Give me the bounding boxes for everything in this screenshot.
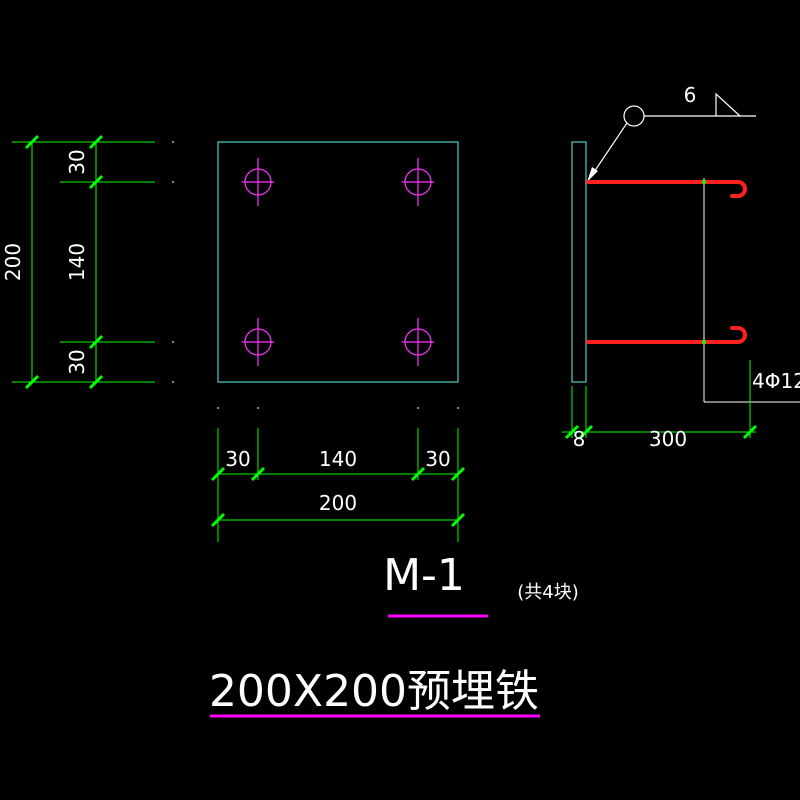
bottom-dimension-ticks xyxy=(210,466,466,528)
dim-left-overall: 200 xyxy=(1,243,25,281)
rebar-label-dots xyxy=(702,180,706,344)
weld-arrowhead xyxy=(587,167,598,182)
left-dimension-ticks xyxy=(24,134,104,390)
drawing-title: 200X200预埋铁 xyxy=(209,666,539,717)
weld-leader-line xyxy=(589,122,628,179)
dim-bottom-right: 30 xyxy=(425,447,450,471)
anchor-rebars xyxy=(586,180,747,344)
dim-bottom-left: 30 xyxy=(225,447,250,471)
bottom-dimension-group xyxy=(217,428,459,542)
bolt-hole-top-left xyxy=(242,158,274,206)
dim-plate-thickness: 8 xyxy=(573,427,586,451)
reference-dots xyxy=(172,141,459,409)
rebar-label-leader xyxy=(703,178,800,403)
plate-plan-outline xyxy=(217,141,459,383)
fillet-weld-symbol xyxy=(715,92,741,117)
dim-anchor-length: 300 xyxy=(649,427,687,451)
dim-left-bottom: 30 xyxy=(65,349,89,374)
bolt-hole-bottom-right xyxy=(402,318,434,366)
side-dimension-ticks xyxy=(564,424,758,440)
tick xyxy=(88,334,104,350)
tick xyxy=(88,374,104,390)
mark-label: M-1 xyxy=(383,550,465,601)
dim-left-top: 30 xyxy=(65,149,89,174)
tick xyxy=(88,174,104,190)
dim-bottom-middle: 140 xyxy=(319,447,357,471)
bolt-hole-top-right xyxy=(402,158,434,206)
weld-size: 6 xyxy=(684,83,697,107)
rebar-spec: 4Φ12 xyxy=(752,369,800,393)
dim-left-middle: 140 xyxy=(65,243,89,281)
tick xyxy=(88,134,104,150)
plate-side-outline xyxy=(571,141,587,383)
side-dimension-group xyxy=(562,360,756,438)
weld-callout xyxy=(589,92,756,179)
tick xyxy=(24,134,40,150)
rebar-bottom xyxy=(586,326,747,344)
tick xyxy=(24,374,40,390)
dim-bottom-overall: 200 xyxy=(319,491,357,515)
bolt-hole-bottom-left xyxy=(242,318,274,366)
mark-quantity: (共4块) xyxy=(517,582,579,603)
rebar-top xyxy=(586,180,747,198)
bolt-holes xyxy=(242,158,434,366)
